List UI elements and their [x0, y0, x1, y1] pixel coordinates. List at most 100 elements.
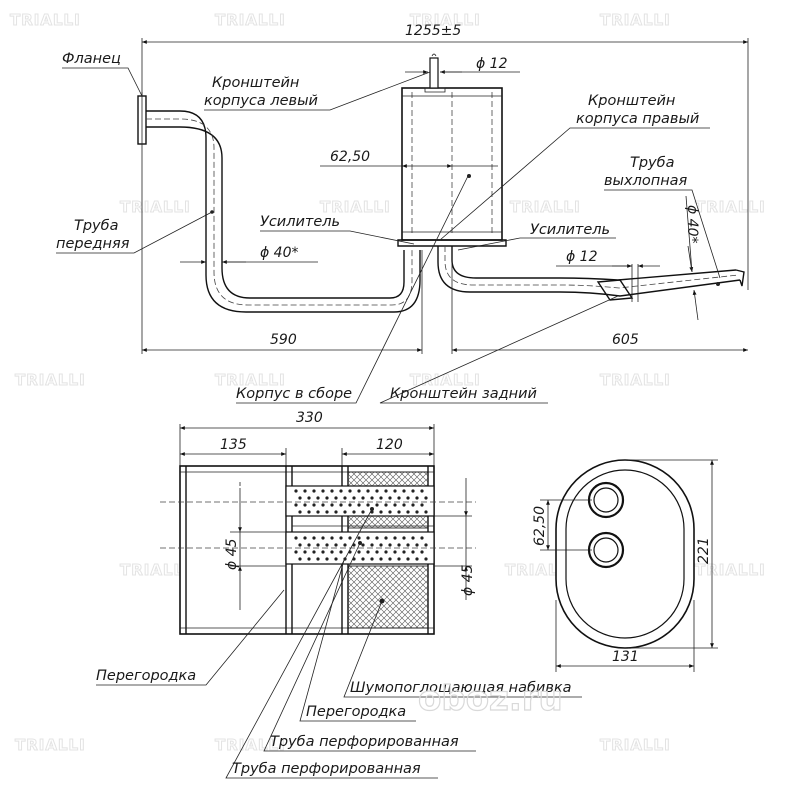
perforation-hole: [316, 543, 320, 547]
perforation-hole: [393, 489, 397, 493]
perforation-hole: [343, 510, 347, 514]
leader-flange: [62, 67, 143, 97]
watermark-text: TRIALLI: [600, 736, 671, 754]
perforation-hole: [325, 510, 329, 514]
perforation-hole: [379, 510, 383, 514]
label-rear-bracket: Кронштейн задний: [390, 386, 537, 402]
perforation-hole: [420, 489, 424, 493]
watermark-text: TRIALLI: [215, 736, 286, 754]
perforation-hole: [334, 543, 338, 547]
watermark-text: TRIALLI: [215, 371, 286, 389]
perforation-hole: [348, 489, 352, 493]
perforation-hole: [361, 543, 365, 547]
label-reinforcement-left: Усилитель: [260, 214, 340, 230]
perforation-hole: [325, 557, 329, 561]
dimension-oval-width: 131: [555, 600, 695, 672]
leader-sound-absorbing: [343, 600, 582, 698]
dimension-inner-pipe-left: ϕ 45: [224, 482, 286, 610]
dimension-inner-pipe-left-text: ϕ 45: [224, 538, 240, 570]
perforation-hole: [357, 489, 361, 493]
label-perforated-pipe-1: Труба перфорированная: [270, 734, 459, 750]
perforation-hole: [303, 503, 307, 507]
watermark-text: TRIALLI: [120, 198, 191, 216]
perforation-hole: [411, 489, 415, 493]
flange: [137, 92, 147, 148]
watermark-text: TRIALLI: [320, 198, 391, 216]
dimension-oval-offset-text: 62,50: [532, 506, 548, 546]
dimension-pipe-diameter-text: ϕ 40*: [260, 245, 299, 261]
perforation-hole: [406, 543, 410, 547]
perforation-hole: [316, 510, 320, 514]
leader-bracket-left: [204, 71, 431, 111]
perforation-hole: [402, 489, 406, 493]
label-perforated-pipe-2: Труба перфорированная: [232, 761, 421, 777]
perforation-hole: [420, 536, 424, 540]
dimension-right-length: 605: [451, 262, 748, 354]
label-exhaust-pipe-line1: Труба: [630, 155, 674, 171]
perforation-hole: [352, 496, 356, 500]
dimension-section-right: 120: [341, 437, 434, 470]
perforation-hole: [334, 510, 338, 514]
dimension-body-offset-text: 62,50: [330, 149, 370, 165]
perforation-hole: [402, 503, 406, 507]
perforation-hole: [307, 543, 311, 547]
perforation-hole: [321, 550, 325, 554]
dimension-total-length: 1255±5: [141, 23, 749, 290]
perforation-hole: [420, 503, 424, 507]
site-watermark-text: oboz.ru: [418, 679, 563, 719]
leader-front-pipe-dot: [210, 210, 214, 214]
perforation-hole: [370, 543, 374, 547]
perforation-hole: [379, 496, 383, 500]
leader-front-pipe: [56, 211, 213, 254]
perforation-hole: [388, 543, 392, 547]
watermark-text: TRIALLI: [15, 371, 86, 389]
perforation-hole: [415, 543, 419, 547]
perforation-hole: [424, 510, 428, 514]
perforation-hole: [406, 557, 410, 561]
perforation-hole: [411, 550, 415, 554]
perforation-hole: [375, 550, 379, 554]
label-exhaust-pipe-line2: выхлопная: [604, 173, 688, 189]
perforation-hole: [393, 503, 397, 507]
watermark-text: TRIALLI: [600, 371, 671, 389]
perforation-hole: [357, 503, 361, 507]
watermark-text: TRIALLI: [695, 198, 766, 216]
perforation-hole: [424, 557, 428, 561]
perforation-hole: [375, 536, 379, 540]
perforation-hole: [424, 543, 428, 547]
dimension-inner-pipe-right: ϕ 45: [434, 478, 476, 600]
perforation-hole: [316, 496, 320, 500]
perforation-hole: [406, 510, 410, 514]
dimension-inner-pipe-right-text: ϕ 45: [460, 564, 476, 596]
perforation-hole: [384, 550, 388, 554]
perforation-hole: [321, 489, 325, 493]
perforation-hole: [388, 557, 392, 561]
perforation-hole: [415, 496, 419, 500]
perforation-hole: [370, 496, 374, 500]
label-bracket-right-line2: корпуса правый: [576, 111, 699, 127]
dimension-rear-bracket-diameter: ϕ 12: [556, 249, 660, 268]
perforation-hole: [298, 557, 302, 561]
perforation-hole: [298, 510, 302, 514]
dimension-oval-offset: 62,50: [532, 499, 592, 551]
perforation-hole: [303, 550, 307, 554]
perforation-hole: [330, 503, 334, 507]
perforation-hole: [348, 503, 352, 507]
perforation-hole: [415, 510, 419, 514]
watermark-text: TRIALLI: [215, 11, 286, 29]
perforation-hole: [330, 550, 334, 554]
label-bracket-left-line2: корпуса левый: [204, 93, 318, 109]
dimension-total-length-text: 1255±5: [405, 23, 461, 39]
perforation-hole: [307, 496, 311, 500]
perforation-hole: [312, 503, 316, 507]
perforation-hole: [339, 550, 343, 554]
dimension-exhaust-diameter-text: ϕ 40*: [684, 205, 700, 244]
perforation-hole: [312, 536, 316, 540]
perforation-hole: [307, 510, 311, 514]
perforation-hole: [379, 543, 383, 547]
dimension-section-right-text: 120: [376, 437, 403, 453]
leader-reinforcement-left: [260, 230, 415, 245]
dimension-exhaust-diameter: ϕ 40*: [684, 195, 700, 321]
leader-bracket-right: [439, 127, 710, 241]
